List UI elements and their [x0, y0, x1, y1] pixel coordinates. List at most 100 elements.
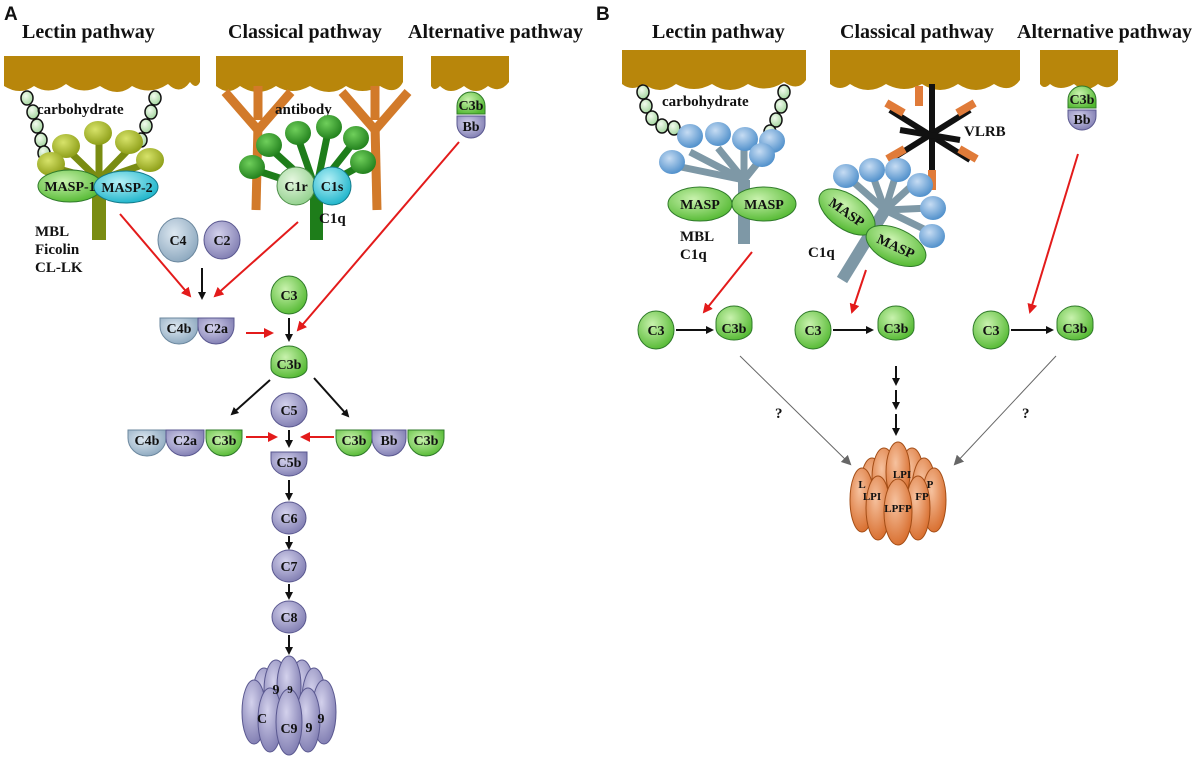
a-c1q-label: C1q: [319, 211, 346, 227]
lpfp-frag4-b: FP: [915, 491, 929, 503]
c5b-a: [270, 451, 308, 477]
c2a-label-a: C2a: [204, 322, 228, 337]
c3b-1-b: [715, 305, 753, 341]
b-c1q-mid-label: C1q: [808, 245, 835, 261]
b-question1: ?: [775, 406, 783, 422]
c6-label-a: C6: [280, 512, 297, 527]
c3b-2-label-b: C3b: [884, 322, 909, 337]
c1r-label-a: C1r: [284, 180, 307, 195]
alt-bb-label-b: Bb: [1073, 113, 1090, 128]
a-cllk-label: CL-LK: [35, 260, 83, 276]
c5-label-a: C5: [280, 404, 297, 419]
c8-label-a: C8: [280, 611, 297, 626]
c3b-3-label-b: C3b: [1063, 322, 1088, 337]
pore-frag5-a: 9: [273, 683, 280, 698]
membrane-lectin-a: [4, 56, 200, 92]
c3-1-b: [637, 310, 675, 350]
b-classical-header: Classical pathway: [840, 21, 994, 43]
alt-bb-b: [1067, 109, 1097, 131]
a-ficolin-label: Ficolin: [35, 242, 80, 258]
a-mbl-label: MBL: [35, 224, 69, 240]
pore-frag1-a: 9: [287, 684, 293, 696]
pore-frag3-a: 9: [318, 712, 325, 727]
c2-label-a: C2: [213, 234, 230, 249]
c4b-label-a: C4b: [167, 322, 192, 337]
c5-a: [270, 392, 308, 428]
c1q-bouquet-b: [833, 158, 946, 284]
a-carbohydrate-label: carbohydrate: [37, 102, 124, 118]
b-alternative-header: Alternative pathway: [1017, 21, 1192, 43]
lpfp-frag2-b: LPI: [863, 491, 881, 503]
c4-label-a: C4: [169, 234, 186, 249]
arrows-a: [119, 141, 460, 655]
alt-c3b-a: [456, 91, 486, 115]
left-c2a-a: [165, 429, 205, 457]
b-lectin-header: Lectin pathway: [652, 21, 785, 43]
left-c2a-label-a: C2a: [173, 434, 197, 449]
masp1-label-a: MASP-1: [44, 180, 95, 195]
c3-2-b: [794, 310, 832, 350]
alt-c3b-b: [1067, 85, 1097, 109]
pore-frag2-a: 9: [306, 721, 313, 736]
left-c3b-a: [205, 429, 243, 457]
c5b-label-a: C5b: [277, 456, 302, 471]
alt-bb-label-a: Bb: [462, 120, 479, 135]
masp-right-b: [731, 186, 797, 222]
b-question2: ?: [1022, 406, 1030, 422]
panel-b-label: B: [596, 4, 610, 25]
membrane-lectin-b: [622, 50, 806, 90]
lpfp-main-label-b: LPFP: [884, 503, 912, 515]
lpfp-frag1-b: LPI: [893, 469, 911, 481]
c1s-label-a: C1s: [321, 180, 344, 195]
masp-left-label-b: MASP: [680, 198, 720, 213]
b-mbl-label: MBL: [680, 229, 714, 245]
panel-a-label: A: [4, 4, 18, 25]
arrows-b: [676, 153, 1079, 466]
c3b-3-b: [1056, 305, 1094, 341]
c7-a: [271, 549, 307, 583]
a-lectin-header: Lectin pathway: [22, 21, 155, 43]
c7-label-a: C7: [280, 560, 297, 575]
right-c3b2-a: [407, 429, 445, 457]
left-c4b-label-a: C4b: [135, 434, 160, 449]
right-c3b1-label-a: C3b: [342, 434, 367, 449]
c3b-label-a: C3b: [277, 358, 302, 373]
mac-pore-a: [241, 655, 337, 756]
membrane-alternative-b: [1040, 50, 1118, 89]
c3-3-b: [972, 310, 1010, 350]
masp-right-label-b: MASP: [744, 198, 784, 213]
a-antibody-label: antibody: [275, 102, 332, 118]
membrane-classical-b: [830, 50, 1020, 90]
alt-c3b-label-b: C3b: [1070, 93, 1095, 108]
alt-bb-a: [456, 115, 486, 139]
alt-c3b-label-a: C3b: [459, 99, 484, 114]
c3b-a: [270, 345, 308, 379]
b-carbohydrate-label: carbohydrate: [662, 94, 749, 110]
c3-2-label-b: C3: [804, 324, 821, 339]
lpfp-pore-b: [849, 441, 947, 546]
masp2-label-a: MASP-2: [101, 181, 152, 196]
c8-a: [271, 600, 307, 634]
right-bb-a: [371, 429, 407, 457]
right-c3b2-label-a: C3b: [414, 434, 439, 449]
c3-1-label-b: C3: [647, 324, 664, 339]
pore-frag4-a: C: [257, 712, 267, 727]
masp2-a: [93, 170, 159, 204]
right-bb-label-a: Bb: [380, 434, 397, 449]
left-c3b-label-a: C3b: [212, 434, 237, 449]
c2a-a: [197, 317, 235, 345]
membrane-alternative-a: [431, 56, 509, 91]
mbl-bouquet-b: [659, 122, 785, 244]
c3-3-label-b: C3: [982, 324, 999, 339]
c6-a: [271, 501, 307, 535]
masp-tilt2-b: [865, 224, 927, 268]
vlrb-b: [884, 84, 979, 190]
membrane-classical-a: [216, 56, 403, 92]
c4-a: [157, 217, 199, 263]
c1s-a: [312, 166, 352, 206]
c3b-2-b: [877, 305, 915, 341]
c9-label-a: C9: [280, 722, 297, 737]
a-alternative-header: Alternative pathway: [408, 21, 583, 43]
b-c1q-left-label: C1q: [680, 247, 707, 263]
